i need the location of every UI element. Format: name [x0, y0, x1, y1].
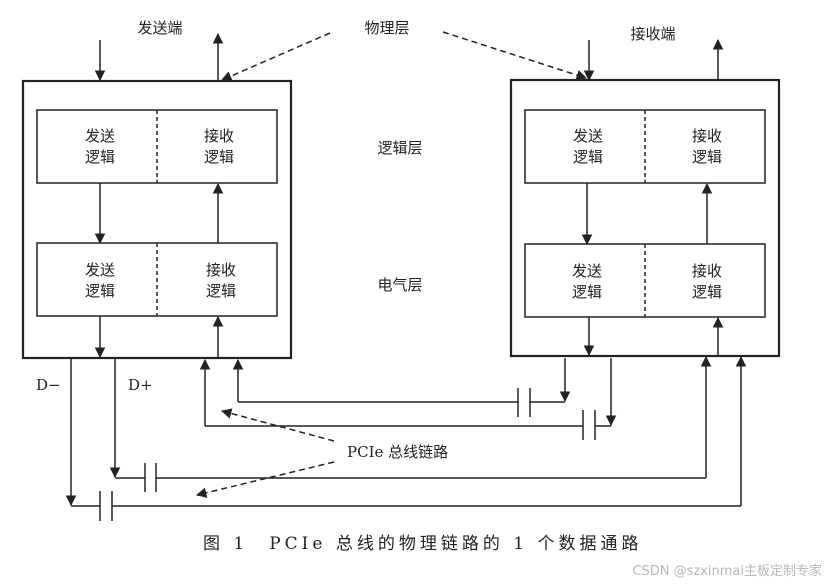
- receiver-logical-block: 发送 逻辑 接收 逻辑: [524, 109, 766, 184]
- tx-logic-text-1: 发送: [85, 127, 115, 145]
- rx-logic-text-2: 逻辑: [692, 148, 722, 166]
- tx-logic-text-1: 发送: [85, 261, 115, 279]
- lane-right-to-left: [199, 358, 617, 440]
- rx-logic-text-1: 接收: [692, 127, 722, 145]
- receiver-physical-layer-box: [509, 78, 781, 358]
- electrical-layer-label: 电气层: [377, 276, 422, 294]
- bus-link-label: PCIe 总线链路: [347, 443, 448, 461]
- d-plus-label: D+: [128, 376, 153, 394]
- tx-logic-text-2: 逻辑: [85, 148, 115, 166]
- figure-caption: 图 1 PCIe 总线的物理链路的 1 个数据通路: [203, 534, 642, 554]
- tx-logic-text-2: 逻辑: [572, 283, 602, 301]
- d-minus-label: D−: [36, 376, 61, 394]
- rx-logic-text-2: 逻辑: [206, 282, 236, 300]
- rx-logic-text-1: 接收: [206, 261, 236, 279]
- rx-logic-text-1: 接收: [692, 262, 722, 280]
- receiver-electrical-block: 发送 逻辑 接收 逻辑: [524, 243, 766, 318]
- physical-layer-pointer-left: [221, 32, 331, 82]
- rx-logic-text-2: 逻辑: [692, 283, 722, 301]
- bus-link-pointer-lower: [195, 461, 335, 498]
- sender-label: 发送端: [137, 19, 182, 37]
- rx-logic-text-1: 接收: [204, 127, 234, 145]
- tx-logic-text-2: 逻辑: [573, 148, 603, 166]
- sender-electrical-block: 发送 逻辑 接收 逻辑: [36, 242, 278, 317]
- sender-device: 发送 逻辑 接收 逻辑 发送 逻辑 接收 逻辑: [21, 32, 293, 360]
- tx-logic-text-1: 发送: [573, 127, 603, 145]
- watermark: CSDN @szxinmai主板定制专家: [632, 563, 822, 579]
- sender-logical-block: 发送 逻辑 接收 逻辑: [36, 109, 278, 184]
- physical-layer-label: 物理层: [364, 19, 409, 37]
- sender-physical-layer-box: [21, 79, 293, 360]
- receiver-label: 接收端: [630, 25, 675, 43]
- receiver-device: 发送 逻辑 接收 逻辑 发送 逻辑 接收 逻辑: [509, 38, 781, 358]
- physical-layer-pointer-right: [442, 31, 587, 81]
- tx-logic-text-2: 逻辑: [85, 282, 115, 300]
- logical-layer-label: 逻辑层: [377, 139, 422, 157]
- tx-logic-text-1: 发送: [572, 262, 602, 280]
- rx-logic-text-2: 逻辑: [204, 148, 234, 166]
- lane-left-to-right: [65, 355, 747, 521]
